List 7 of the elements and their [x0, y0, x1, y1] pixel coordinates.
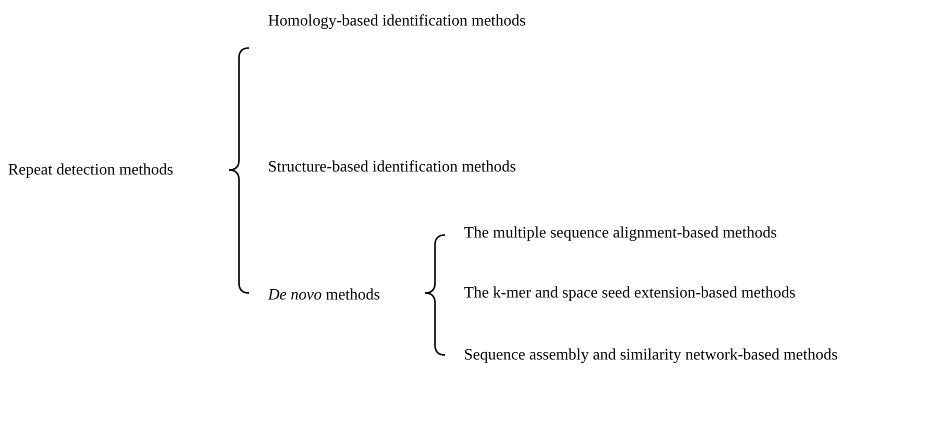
category-label: The k-mer and space seed extension-based methods — [464, 283, 796, 303]
category-label: Repeat detection methods — [8, 160, 174, 180]
category-label: Sequence assembly and similarity network-based methods — [464, 345, 838, 365]
category-label: The multiple sequence alignment-based methods — [464, 223, 777, 243]
category-label: Structure-based identification methods — [268, 157, 516, 177]
category-label: De novo methods — [268, 285, 380, 305]
category-label: Homology-based identification methods — [268, 11, 526, 31]
